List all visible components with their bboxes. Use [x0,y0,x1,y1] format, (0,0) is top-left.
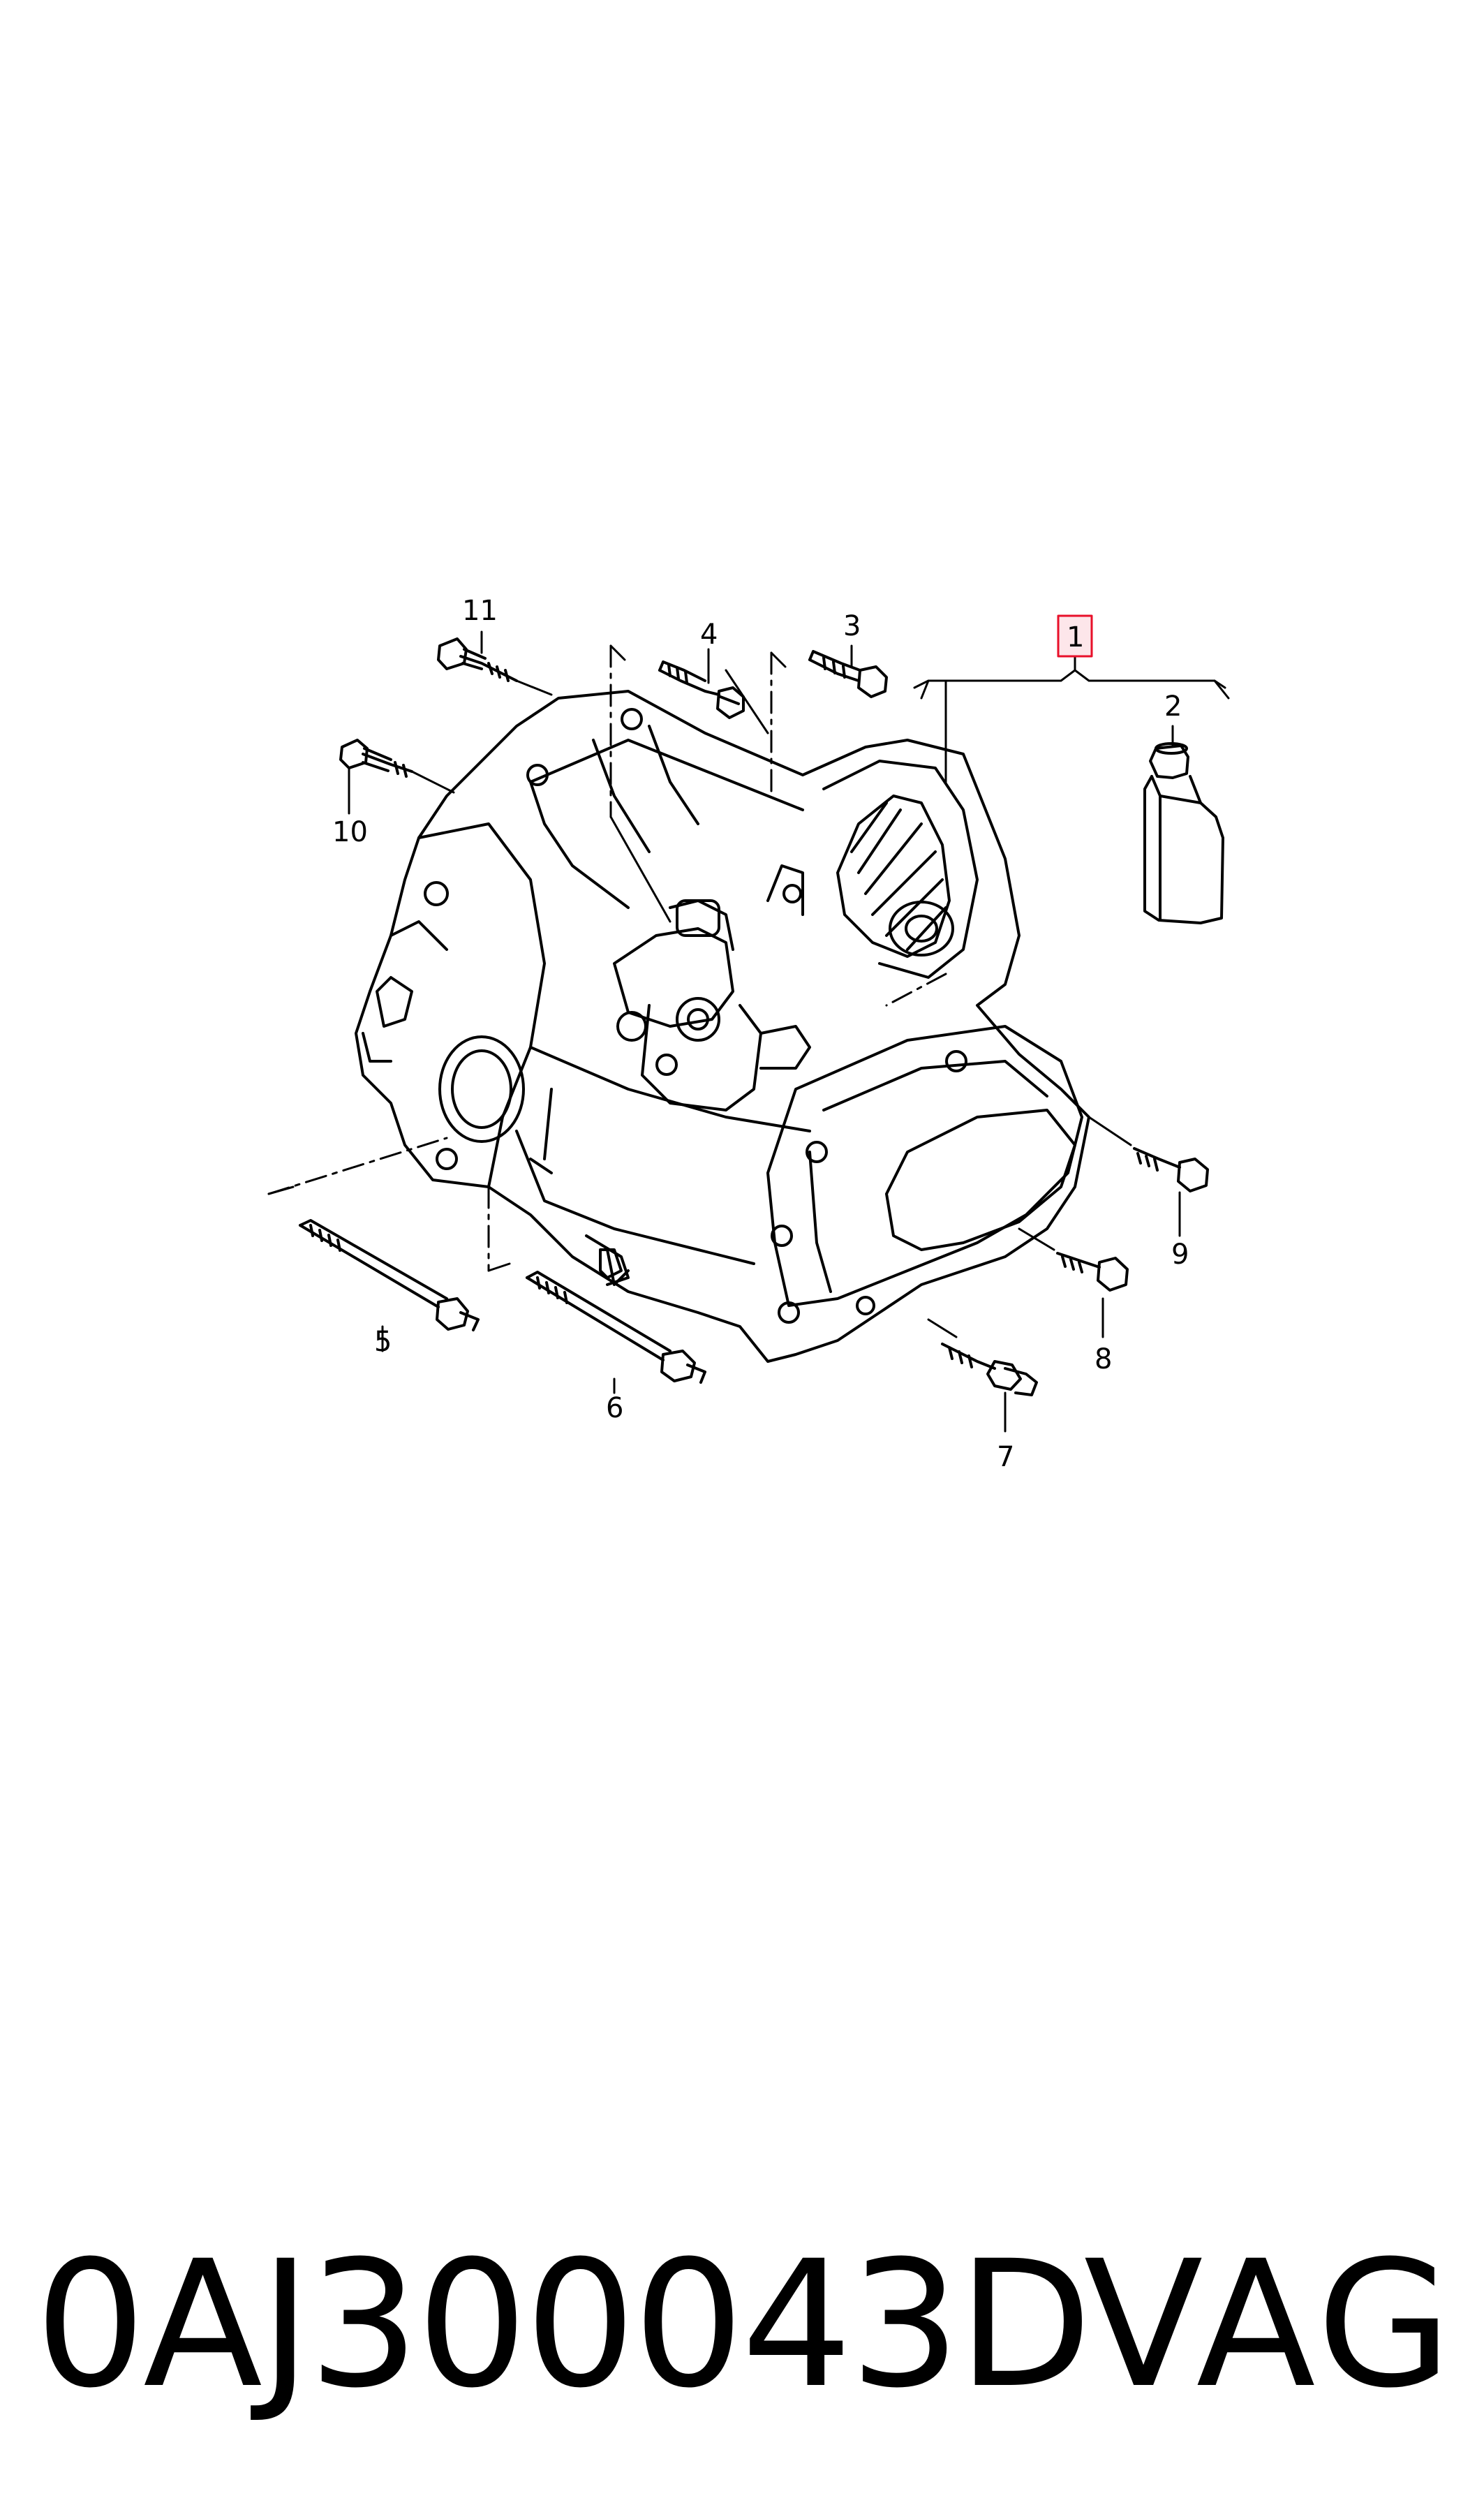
callout-labels: 1 2 3 4 5 6 7 8 9 10 11 [332,595,1189,1473]
bolt-6 [526,1271,706,1384]
bolt-11 [437,637,553,696]
callout-8[interactable]: 8 [1095,1343,1112,1375]
leader-lines [267,644,1230,1272]
bolt-5 [299,1219,480,1331]
callout-5[interactable]: 5 [374,1326,392,1358]
callout-1[interactable]: 1 [1067,621,1084,653]
callout-11[interactable]: 11 [462,595,498,627]
callout-3[interactable]: 3 [843,610,861,642]
bolt-4 [658,660,745,719]
callout-7[interactable]: 7 [997,1441,1014,1473]
callout-10[interactable]: 10 [332,816,368,848]
bolt-10 [339,739,455,794]
bolt-8 [1018,1227,1129,1292]
callout-2[interactable]: 2 [1164,690,1182,723]
gearbox-housing [355,690,1090,1363]
bolt-7 [927,1318,1038,1396]
callout-4[interactable]: 4 [700,619,718,651]
callout-1-highlight [1057,614,1093,658]
parts-diagram: 1 2 3 4 5 6 7 8 9 10 11 [267,595,1230,1473]
callout-9[interactable]: 9 [1171,1239,1189,1271]
bolt-9 [1088,1116,1209,1192]
callout-6[interactable]: 6 [606,1392,623,1424]
part-number-footer: 0AJ300043D VAG [28,2220,1456,2430]
brand-name: VAG [1083,2223,1456,2426]
oil-bottle [1143,742,1224,924]
part-number: 0AJ300043D [35,2223,1092,2426]
callout-leaders [348,630,1181,1433]
bolt-3 [808,650,888,698]
